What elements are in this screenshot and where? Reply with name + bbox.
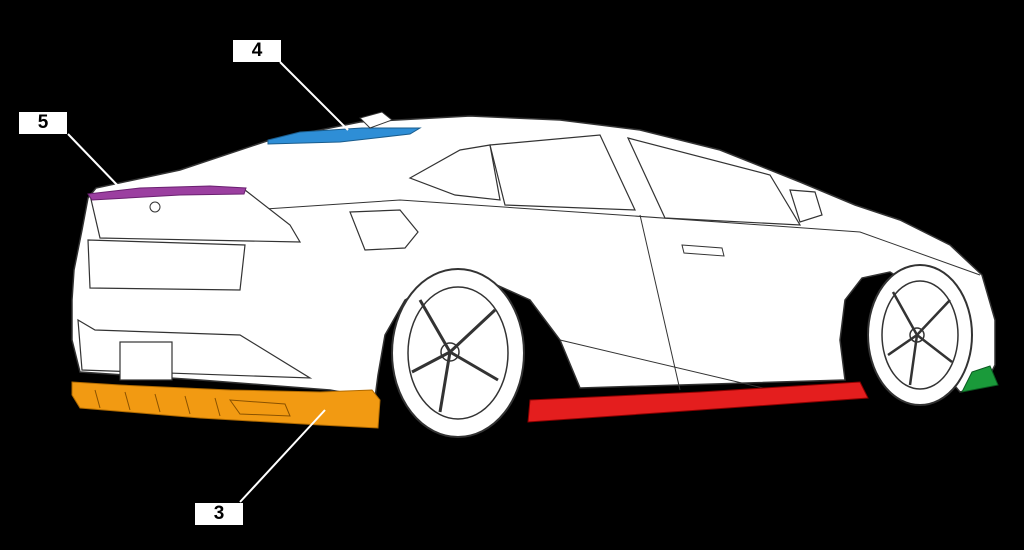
rear-wheel	[391, 268, 525, 438]
rear-window	[408, 144, 501, 201]
callout-label-3: 3	[195, 503, 243, 525]
leader-line-3	[239, 409, 326, 503]
front-wheel	[867, 264, 973, 406]
leader-line-4	[279, 61, 349, 131]
side-window-rear	[489, 134, 636, 211]
rear-emblem	[149, 201, 161, 213]
body-line-shoulder	[249, 199, 981, 276]
side-skirt	[527, 381, 869, 423]
leader-line-5	[67, 133, 121, 189]
callout-label-5: 5	[19, 112, 67, 134]
side-window-front	[626, 137, 802, 226]
callout-label-4: 4	[233, 40, 281, 62]
license-plate	[119, 341, 173, 381]
door-line	[639, 214, 681, 391]
door-handle	[681, 244, 725, 257]
diffuser-fins	[94, 389, 291, 417]
rear-hatch	[87, 239, 246, 291]
front-flap	[961, 365, 999, 393]
trunk-spoiler	[87, 185, 247, 201]
rear-diffuser	[71, 381, 381, 429]
roof-fin	[359, 111, 394, 129]
rocker-line	[559, 339, 781, 393]
fuel-door	[349, 209, 419, 251]
roof-spoiler	[267, 127, 422, 145]
mirror	[789, 189, 823, 223]
